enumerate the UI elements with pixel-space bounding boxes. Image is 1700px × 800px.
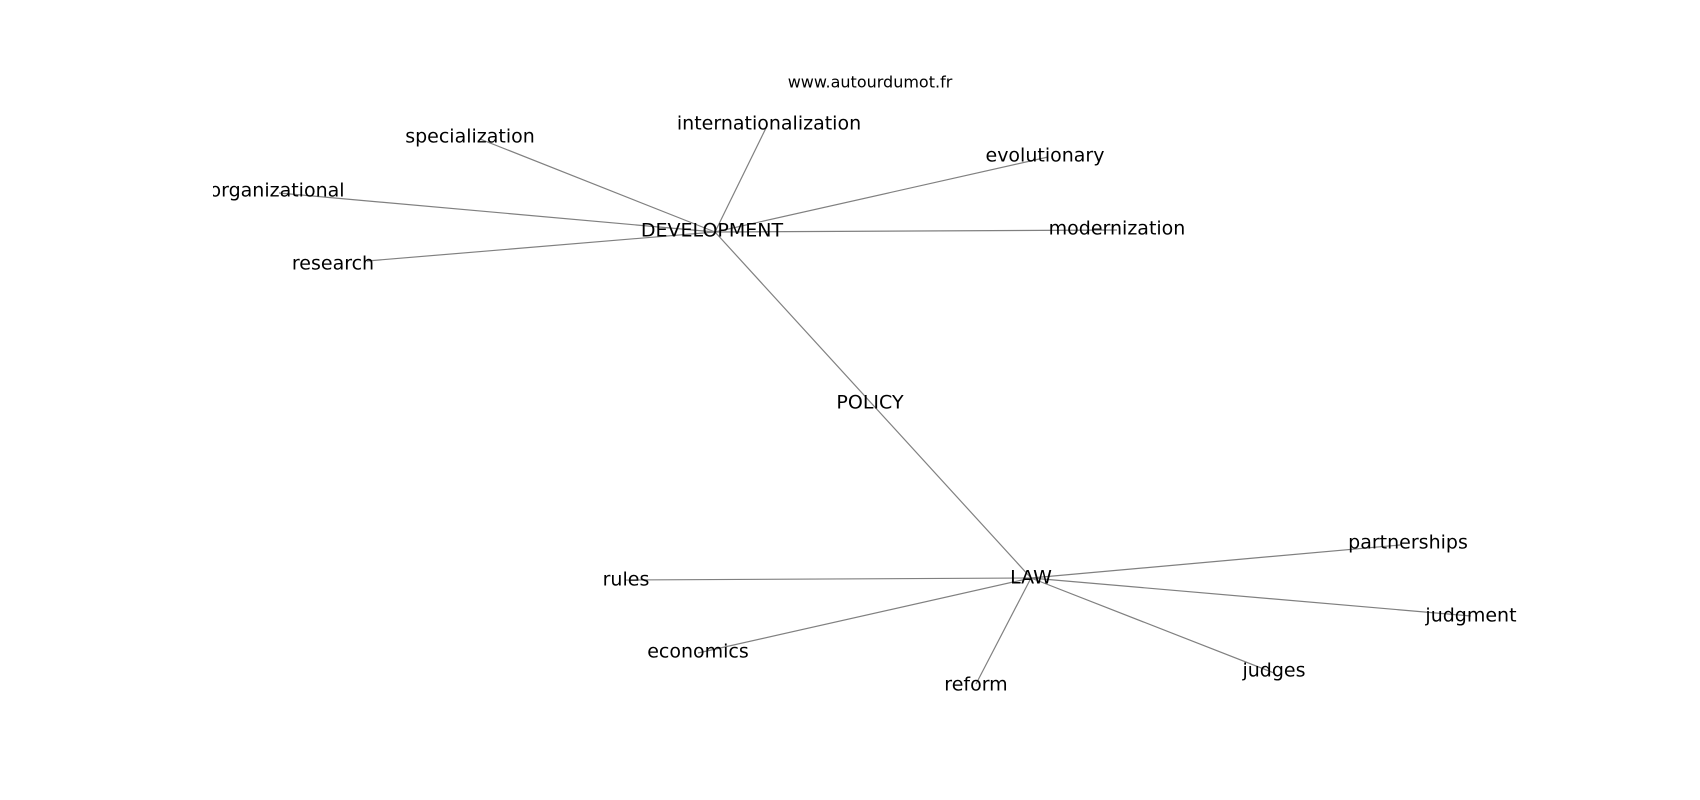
- edge-development-internationalization: [714, 127, 767, 233]
- term-node-modernization: modernization: [1049, 218, 1186, 240]
- term-node-partnerships: partnerships: [1348, 532, 1468, 554]
- term-node-specialization: specialization: [405, 126, 535, 148]
- edge-development-research: [366, 231, 716, 262]
- graph-labels: www.autourdumot.fr POLICY DEVELOPMENT LA…: [209, 73, 1517, 696]
- edge-development-specialization: [479, 138, 716, 233]
- edge-law-reform: [975, 577, 1032, 685]
- edge-law-judgment: [1030, 577, 1472, 617]
- term-node-research: research: [292, 253, 374, 275]
- site-credit-text: www.autourdumot.fr: [788, 73, 953, 92]
- edge-development-modernization: [714, 229, 1118, 233]
- edge-development-evolutionary: [714, 156, 1049, 233]
- edge-development-organizational: [278, 192, 716, 233]
- edge-law-economics: [697, 577, 1032, 654]
- term-node-judgment: judgment: [1424, 605, 1516, 627]
- term-node-reform: reform: [944, 674, 1007, 696]
- edge-law-rules: [625, 577, 1032, 581]
- term-node-judges: judges: [1241, 660, 1305, 682]
- graph-edges: [278, 127, 1472, 685]
- term-node-organizational: organizational: [209, 180, 344, 202]
- term-node-economics: economics: [647, 641, 749, 663]
- term-node-internationalization: internationalization: [677, 113, 861, 135]
- center-node-policy: POLICY: [836, 392, 904, 414]
- edge-development-law: [714, 231, 1032, 579]
- hub-node-development: DEVELOPMENT: [641, 220, 784, 242]
- edge-law-judges: [1030, 577, 1275, 674]
- term-node-evolutionary: evolutionary: [986, 145, 1105, 167]
- hub-node-law: LAW: [1010, 567, 1052, 589]
- edge-law-partnerships: [1030, 544, 1401, 579]
- term-node-rules: rules: [603, 569, 650, 591]
